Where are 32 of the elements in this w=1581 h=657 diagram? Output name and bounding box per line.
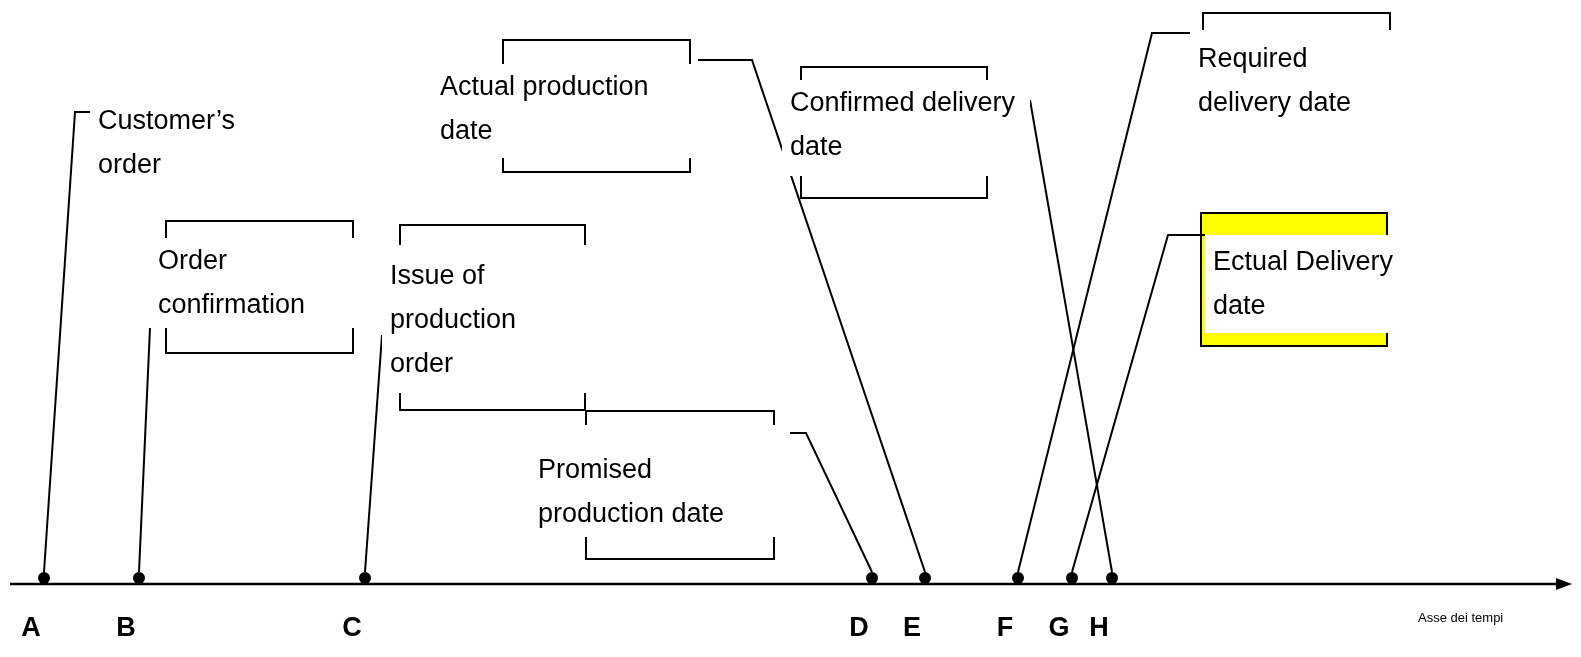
callout-text: Confirmed delivery date	[790, 86, 1017, 163]
point-letter: G	[1047, 612, 1071, 643]
callout-text: Actual production date	[440, 70, 650, 147]
point-letter: F	[995, 612, 1015, 643]
axis-label: Asse dei tempi	[1418, 610, 1505, 625]
leader-line	[789, 432, 873, 573]
timeline-dot	[1106, 572, 1118, 584]
timeline-dot	[1066, 572, 1078, 584]
point-letter: A	[20, 612, 42, 643]
callout-text: Customer’s order	[98, 104, 237, 181]
leader-line	[1017, 32, 1191, 573]
timeline-dot	[866, 572, 878, 584]
callout-text: Promised production date	[538, 453, 726, 530]
leader-line	[697, 59, 926, 573]
leader-line	[43, 111, 91, 573]
point-letter: E	[902, 612, 922, 643]
point-letter: H	[1088, 612, 1110, 643]
timeline-dot	[919, 572, 931, 584]
point-letter: B	[115, 612, 137, 643]
point-letter: C	[341, 612, 363, 643]
timeline-dot	[133, 572, 145, 584]
callout-text: Required delivery date	[1198, 42, 1353, 119]
timeline-dot	[359, 572, 371, 584]
leader-line	[1071, 234, 1206, 573]
leader-line	[364, 334, 383, 573]
callout-text: Issue of production order	[390, 259, 518, 380]
point-letter: D	[848, 612, 870, 643]
timeline-dot	[38, 572, 50, 584]
timeline-dot	[1012, 572, 1024, 584]
callout-text: Order confirmation	[158, 244, 307, 321]
callout-text: Ectual Delivery date	[1213, 245, 1395, 322]
leader-line	[138, 327, 151, 573]
